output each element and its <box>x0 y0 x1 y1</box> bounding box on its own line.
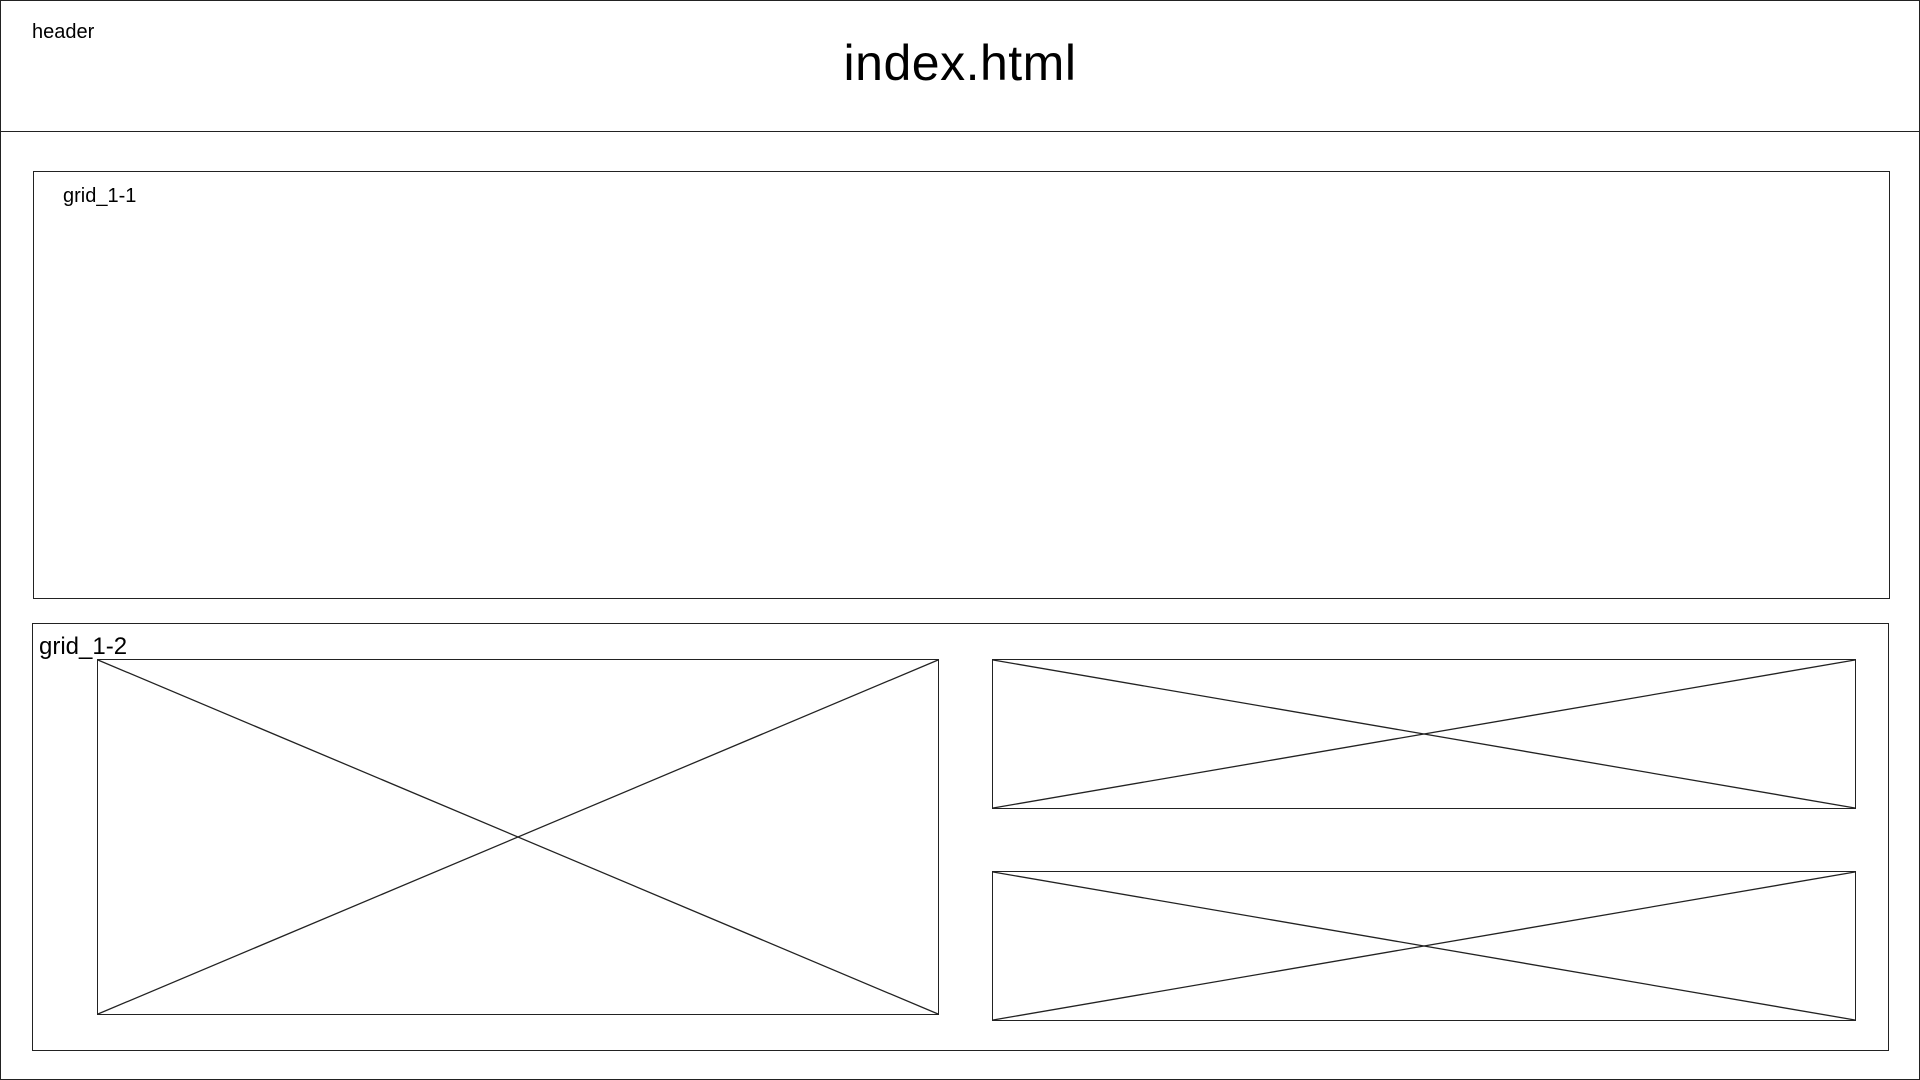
image-placeholder-right-top <box>992 659 1856 809</box>
image-placeholder-left <box>97 659 939 1015</box>
image-placeholder-right-bottom <box>992 871 1856 1021</box>
image-placeholder-cross-icon <box>993 660 1855 808</box>
image-placeholder-cross-icon <box>98 660 938 1014</box>
grid-1-1-section: grid_1-1 <box>33 171 1890 599</box>
page-title: index.html <box>843 35 1077 91</box>
grid-1-1-label: grid_1-1 <box>63 185 137 207</box>
grid-1-2-label: grid_1-2 <box>39 633 128 660</box>
grid-1-2-section: grid_1-2 <box>32 623 1889 1051</box>
header-section: header index.html <box>0 0 1920 132</box>
header-label: header <box>32 21 95 43</box>
image-placeholder-cross-icon <box>993 872 1855 1020</box>
